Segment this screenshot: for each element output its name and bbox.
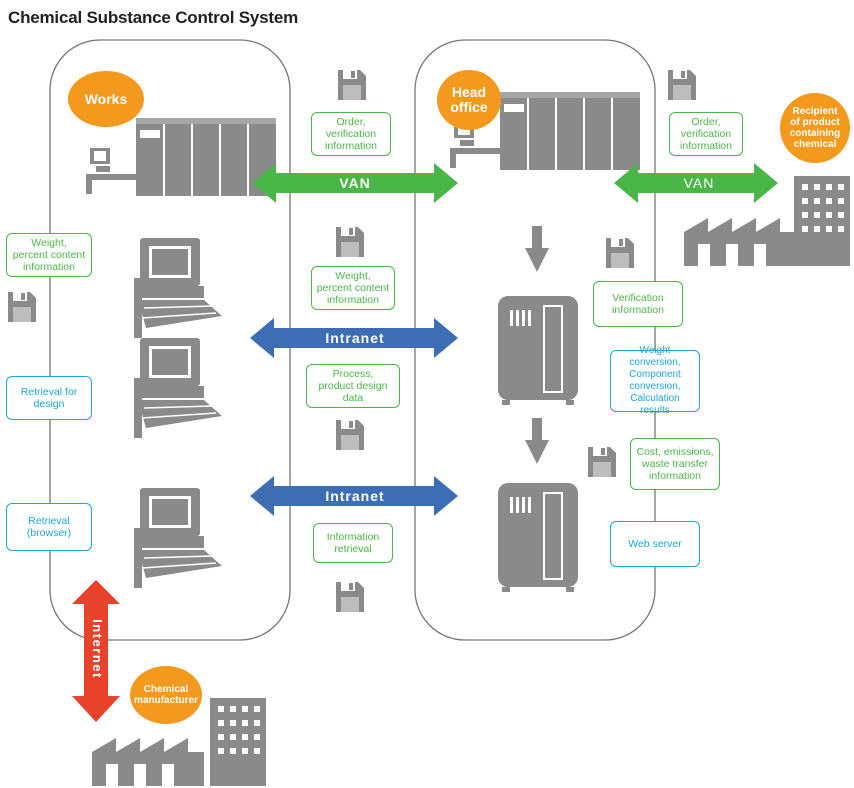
floppy-disk-icon — [336, 227, 364, 257]
weight-percent-label-center: Weight, percent content information — [311, 266, 395, 310]
web-server-label: Web server — [610, 521, 700, 567]
cost-emissions-label: Cost, emissions, waste transfer informat… — [630, 438, 720, 490]
mainframe-icon — [499, 91, 641, 171]
retrieval-browser-label: Retrieval (browser) — [6, 503, 92, 551]
process-design-data-label: Process, product design data — [306, 364, 400, 408]
chemical-manufacturer-node: Chemical manufacturer — [130, 666, 202, 724]
intranet-bottom-label: Intranet — [325, 488, 385, 504]
order-verification-label-right: Order, verification information — [669, 112, 743, 156]
intranet-arrow-top — [250, 318, 458, 358]
weight-conversion-label: Weight conversion, Component conversion,… — [610, 345, 700, 416]
van-left-label: VAN — [339, 175, 371, 191]
internet-arrow — [72, 580, 120, 722]
floppy-disk-icon — [606, 238, 634, 268]
floppy-disk-icon — [588, 447, 616, 477]
floppy-disk-icon — [8, 292, 36, 322]
down-arrow-icon — [525, 418, 549, 464]
internet-label: Internet — [90, 619, 105, 679]
factory-icon — [684, 176, 850, 266]
retrieval-for-design-label: Retrieval for design — [6, 376, 92, 420]
head-office-node: Head office — [437, 70, 501, 130]
server-icon — [497, 482, 579, 593]
weight-percent-label-left: Weight, percent content information — [6, 233, 92, 277]
desktop-pc-icon — [133, 337, 223, 439]
order-verification-label-left: Order, verification information — [311, 112, 391, 156]
floppy-disk-icon — [336, 420, 364, 450]
down-arrow-icon — [525, 226, 549, 272]
diagram-title: Chemical Substance Control System — [8, 8, 299, 27]
floppy-disk-icon — [336, 582, 364, 612]
intranet-arrow-bottom — [250, 476, 458, 516]
desktop-pc-icon — [133, 237, 223, 339]
van-right-label: VAN — [683, 175, 715, 191]
van-arrow-left — [252, 163, 458, 203]
works-node: Works — [68, 71, 144, 127]
information-retrieval-label: Information retrieval — [313, 523, 393, 563]
van-arrow-right — [614, 163, 778, 203]
factory-icon — [92, 698, 266, 786]
floppy-disk-icon — [668, 70, 696, 100]
desktop-pc-icon — [133, 487, 223, 589]
recipient-node: Recipient of product containing chemical — [780, 93, 850, 163]
floppy-disk-icon — [338, 70, 366, 100]
server-icon — [497, 295, 579, 406]
intranet-top-label: Intranet — [325, 330, 385, 346]
verification-information-label: Verification information — [593, 281, 683, 327]
